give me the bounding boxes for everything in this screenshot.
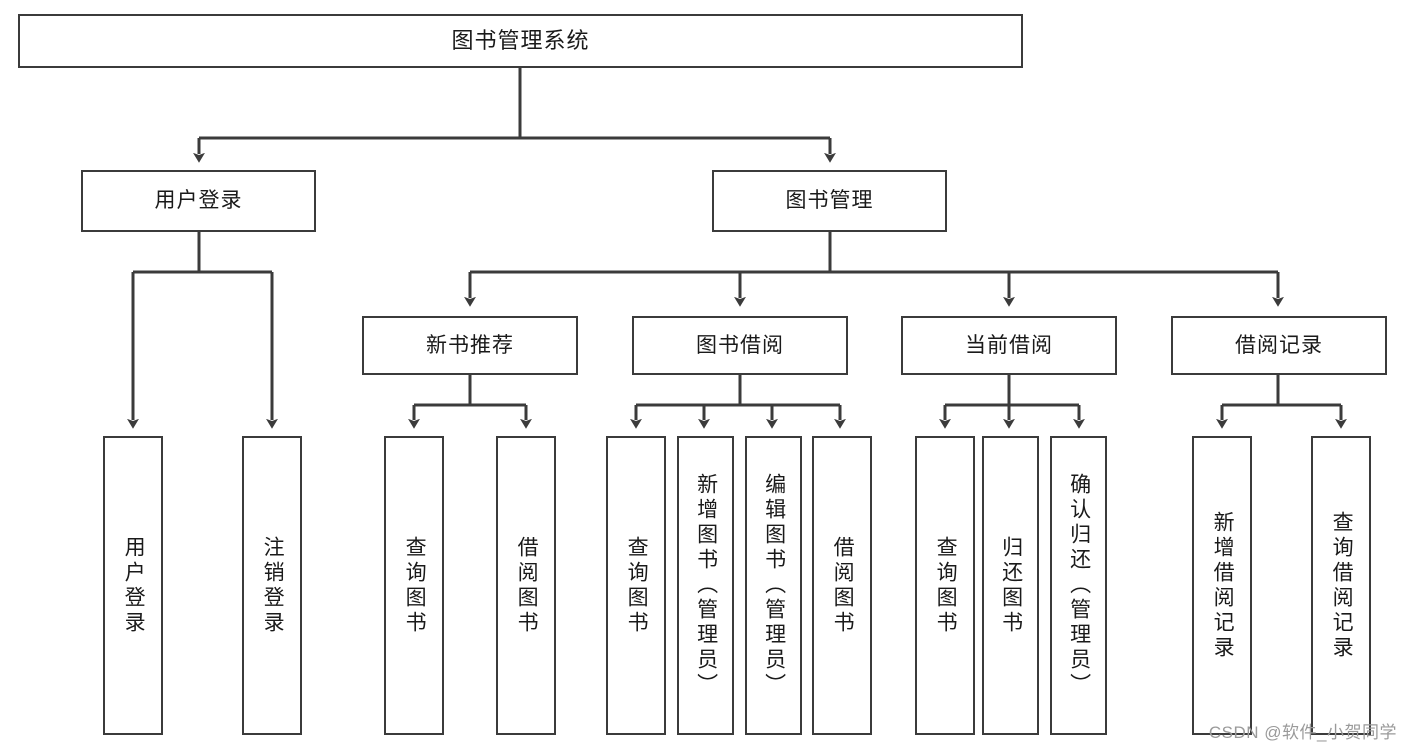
node-book-borrow[interactable]: 图书借阅 [632, 316, 848, 375]
node-borrow-record[interactable]: 借阅记录 [1171, 316, 1387, 375]
leaf-label: 注销登录 [261, 535, 285, 636]
leaf-user-login-login[interactable]: 用户登录 [103, 436, 163, 735]
leaf-borrow-record-query[interactable]: 查询借阅记录 [1311, 436, 1371, 735]
node-book-management-label: 图书管理 [785, 189, 874, 213]
leaf-label: 查询图书 [403, 535, 427, 636]
leaf-new-book-query[interactable]: 查询图书 [384, 436, 444, 735]
node-current-borrow-label: 当前借阅 [965, 333, 1053, 357]
leaf-current-borrow-return[interactable]: 归还图书 [982, 436, 1039, 735]
leaf-user-login-logout[interactable]: 注销登录 [242, 436, 302, 735]
leaf-label: 借阅图书 [515, 535, 539, 636]
node-root-label: 图书管理系统 [451, 27, 590, 53]
node-user-login[interactable]: 用户登录 [81, 170, 316, 232]
node-book-management[interactable]: 图书管理 [712, 170, 947, 232]
node-new-book-recommend-label: 新书推荐 [426, 333, 514, 357]
leaf-borrow-record-add[interactable]: 新增借阅记录 [1192, 436, 1252, 735]
leaf-label: 归还图书 [999, 535, 1023, 636]
leaf-label: 确认归还（管理员） [1067, 473, 1091, 698]
leaf-label: 查询借阅记录 [1330, 510, 1354, 661]
leaf-book-borrow-borrow[interactable]: 借阅图书 [812, 436, 872, 735]
leaf-label: 新增借阅记录 [1211, 510, 1235, 661]
leaf-book-borrow-add[interactable]: 新增图书（管理员） [677, 436, 734, 735]
leaf-label: 用户登录 [122, 535, 146, 636]
leaf-label: 查询图书 [934, 535, 958, 636]
leaf-book-borrow-edit[interactable]: 编辑图书（管理员） [745, 436, 802, 735]
watermark: CSDN @软件_小贺同学 [1208, 723, 1397, 742]
leaf-current-borrow-confirm-return[interactable]: 确认归还（管理员） [1050, 436, 1107, 735]
leaf-label: 编辑图书（管理员） [762, 473, 786, 698]
leaf-label: 新增图书（管理员） [694, 473, 718, 698]
leaf-book-borrow-query[interactable]: 查询图书 [606, 436, 666, 735]
leaf-label: 查询图书 [625, 535, 649, 636]
leaf-current-borrow-query[interactable]: 查询图书 [915, 436, 975, 735]
node-borrow-record-label: 借阅记录 [1235, 333, 1323, 357]
leaf-label: 借阅图书 [831, 535, 855, 636]
node-new-book-recommend[interactable]: 新书推荐 [362, 316, 578, 375]
node-root[interactable]: 图书管理系统 [18, 14, 1023, 68]
leaf-new-book-borrow[interactable]: 借阅图书 [496, 436, 556, 735]
node-book-borrow-label: 图书借阅 [696, 333, 784, 357]
node-user-login-label: 用户登录 [154, 189, 243, 213]
node-current-borrow[interactable]: 当前借阅 [901, 316, 1117, 375]
